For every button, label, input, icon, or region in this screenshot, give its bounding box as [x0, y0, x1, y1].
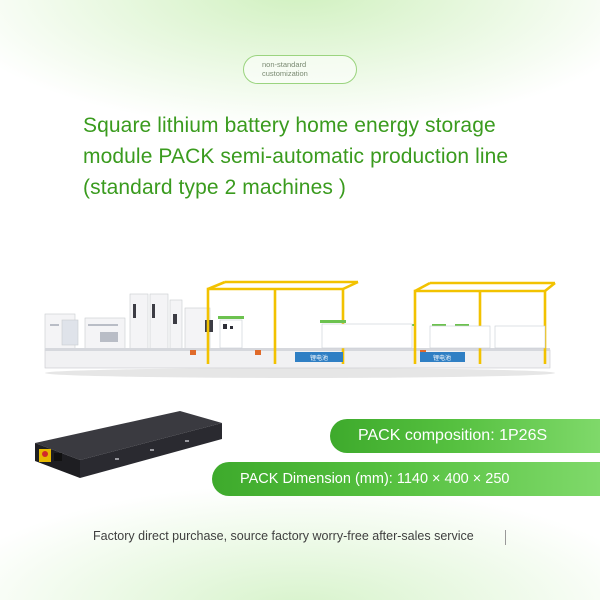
spec-pack-composition: PACK composition: 1P26S	[330, 419, 600, 453]
spec-pack-dimension: PACK Dimension (mm): 1140 × 400 × 250	[212, 462, 600, 496]
badge-line-1: non-standard	[262, 60, 307, 69]
left-machines	[44, 293, 211, 351]
line-banner-right: 锂电池	[433, 354, 451, 362]
production-line-illustration: 锂电池 锂电池	[44, 280, 556, 378]
customization-badge: non-standard customization	[243, 55, 357, 84]
product-title: Square lithium battery home energy stora…	[83, 114, 509, 199]
battery-pack-image	[35, 411, 222, 478]
footer-divider	[505, 530, 506, 545]
badge-line-2: customization	[262, 69, 308, 78]
footer-service-note: Factory direct purchase, source factory …	[93, 529, 474, 543]
line-banner-left: 锂电池	[310, 354, 328, 362]
